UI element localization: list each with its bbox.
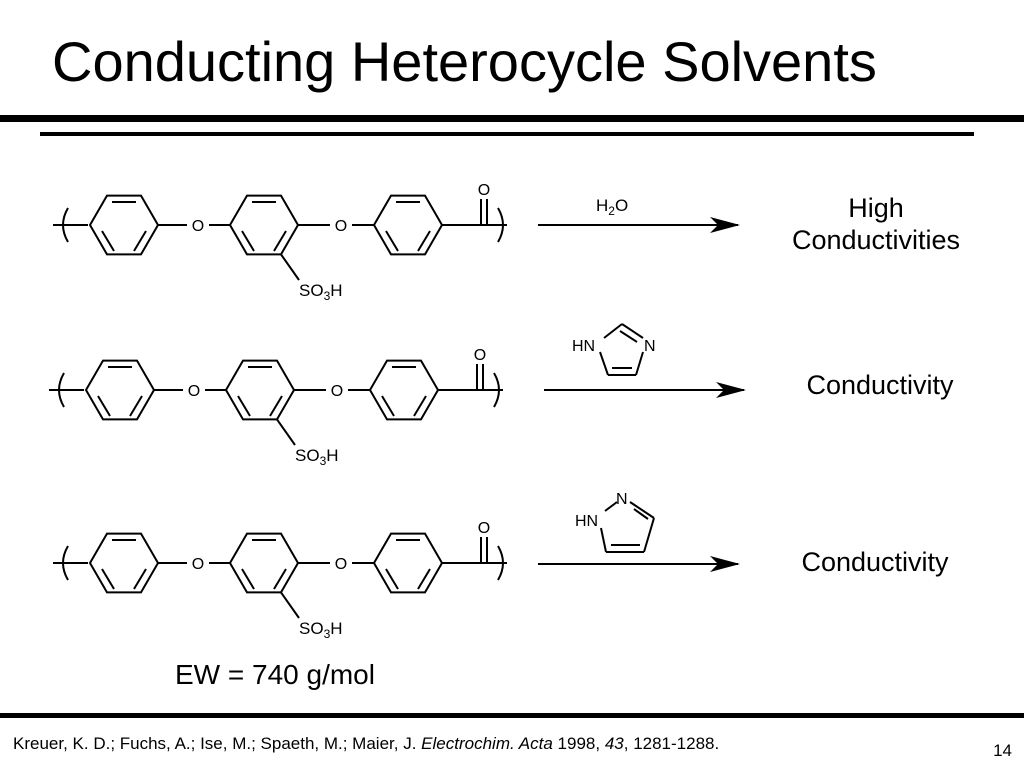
result-line-2: Conductivities <box>791 225 961 255</box>
ether-oxygen-2: O <box>331 383 343 400</box>
imidazole-nh-label: HN <box>572 338 595 355</box>
carbonyl-oxygen: O <box>478 182 490 199</box>
equivalent-weight: EW = 740 g/mol <box>175 659 375 690</box>
ether-oxygen-1: O <box>192 556 204 573</box>
literature-reference: Kreuer, K. D.; Fuchs, A.; Ise, M.; Spaet… <box>13 734 719 754</box>
footer-divider <box>0 713 1024 718</box>
ether-oxygen-2: O <box>335 218 347 235</box>
polymer-structure-2: O O O SO3H <box>48 347 504 468</box>
reference-pages: , 1281-1288. <box>623 734 720 753</box>
page-number: 14 <box>993 741 1012 760</box>
pyrazole-nh-label: HN <box>575 513 598 530</box>
reference-volume: 43 <box>604 734 624 753</box>
pyrazole-structure <box>600 501 655 553</box>
carbonyl-oxygen: O <box>478 520 490 537</box>
sulfonic-acid-label: SO3H <box>299 281 343 303</box>
ether-oxygen-2: O <box>335 556 347 573</box>
reference-authors: Kreuer, K. D.; Fuchs, A.; Ise, M.; Spaet… <box>13 734 417 753</box>
reference-journal: Electrochim. Acta <box>421 734 553 753</box>
ether-oxygen-1: O <box>192 218 204 235</box>
water-reagent: H2O <box>596 196 628 218</box>
sulfonic-acid-label: SO3H <box>299 619 343 641</box>
result-conductivity-imidazole: Conductivity <box>806 370 954 400</box>
reference-year: 1998, <box>557 734 601 753</box>
slide-title: Conducting Heterocycle Solvents <box>52 30 877 93</box>
carbonyl-oxygen: O <box>474 347 486 364</box>
result-high-conductivities: High Conductivities <box>776 192 976 256</box>
sulfonic-acid-label: SO3H <box>295 446 339 468</box>
pyrazole-n-label: N <box>616 491 628 508</box>
polymer-structure-3: O O O SO3H <box>52 520 508 641</box>
title-divider-thin <box>40 132 974 136</box>
imidazole-n-label: N <box>644 338 656 355</box>
ether-oxygen-1: O <box>188 383 200 400</box>
imidazole-structure <box>599 323 644 376</box>
result-line-1: High <box>848 193 904 223</box>
title-divider-thick <box>0 115 1024 122</box>
result-conductivity-pyrazole: Conductivity <box>801 547 949 577</box>
polymer-structure-1: O O O SO3H <box>52 182 508 303</box>
